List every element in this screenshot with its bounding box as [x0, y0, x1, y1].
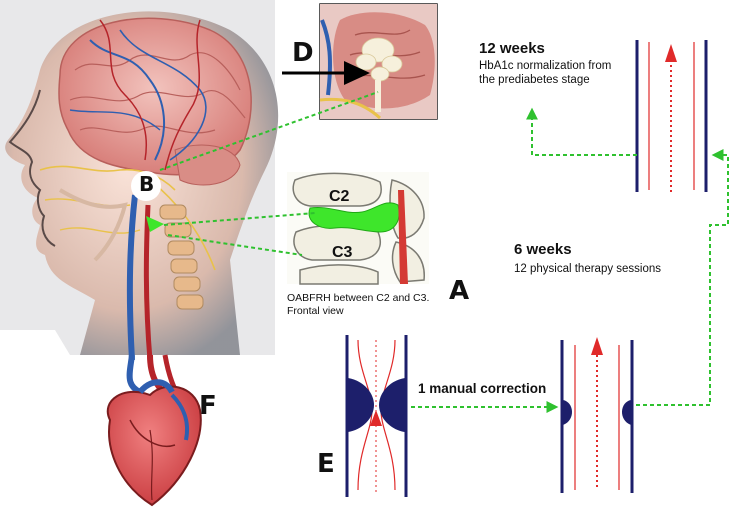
label-f: F [199, 391, 217, 421]
six-weeks-title: 6 weeks [514, 241, 572, 258]
vertebrae-illustration [287, 172, 429, 284]
label-c2: C2 [329, 188, 349, 206]
correction-label: 1 manual correction [418, 381, 546, 396]
label-a: A [449, 276, 469, 306]
twelve-weeks-text: HbA1c normalization from the prediabetes… [479, 59, 625, 87]
twelve-weeks-title: 12 weeks [479, 40, 545, 57]
label-d: D [292, 38, 314, 68]
label-b: B [139, 172, 154, 196]
label-c3: C3 [332, 244, 352, 262]
vessel-six-weeks [562, 337, 632, 493]
vessel-twelve-weeks [637, 40, 706, 192]
vertebrae-caption: OABFRH between C2 and C3. Frontal view [287, 292, 447, 318]
brain-section-illustration [320, 4, 437, 119]
six-weeks-text: 12 physical therapy sessions [514, 262, 704, 276]
label-e: E [317, 449, 335, 479]
vessel-narrowed [347, 335, 406, 497]
heart-illustration [108, 382, 201, 505]
